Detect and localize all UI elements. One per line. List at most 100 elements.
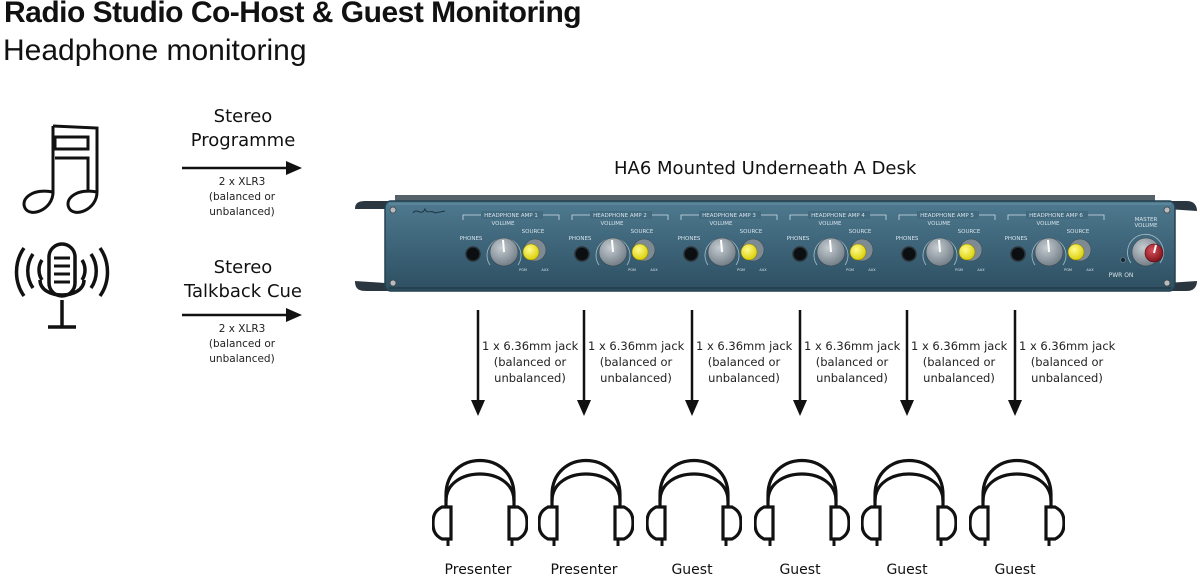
source-label-line1: Stereo xyxy=(213,106,273,127)
listener-label: Guest xyxy=(671,562,713,578)
source-label: SOURCE xyxy=(631,229,654,235)
jack-spec-line: unbalanced) xyxy=(600,371,672,385)
jack-spec-line: unbalanced) xyxy=(923,371,995,385)
source-knob[interactable] xyxy=(1067,243,1085,261)
arrow-down-icon xyxy=(793,310,807,416)
jack-spec-line: (balanced or xyxy=(493,355,567,369)
phones-label: PHONES xyxy=(460,236,483,242)
jack-spec-line: unbalanced) xyxy=(708,371,780,385)
source-min-label: PGM xyxy=(519,268,527,272)
channel-name: HEADPHONE AMP 6 xyxy=(1029,213,1083,219)
device-title: HA6 Mounted Underneath A Desk xyxy=(614,158,917,179)
source-min-label: PGM xyxy=(846,268,854,272)
phones-jack[interactable] xyxy=(465,246,481,262)
volume-label: VOLUME xyxy=(600,221,624,227)
jack-spec-line: unbalanced) xyxy=(816,371,888,385)
volume-label: VOLUME xyxy=(818,221,842,227)
jack-spec-line: (balanced or xyxy=(815,355,889,369)
phones-jack[interactable] xyxy=(574,246,590,262)
phones-label: PHONES xyxy=(787,236,810,242)
jack-spec: 1 x 6.36mm jack (balanced or unbalanced) xyxy=(696,338,792,386)
phones-label: PHONES xyxy=(569,236,592,242)
master-volume-label: MASTER xyxy=(1135,217,1158,223)
source-min-label: PGM xyxy=(955,268,963,272)
microphone-icon xyxy=(14,242,110,329)
arrow-right-icon xyxy=(182,161,302,175)
source-spec-line1: 2 x XLR3 xyxy=(218,176,266,188)
channel-name: HEADPHONE AMP 5 xyxy=(920,213,974,219)
channel-name: HEADPHONE AMP 3 xyxy=(702,213,756,219)
source-min-label: PGM xyxy=(737,268,745,272)
power-led xyxy=(1120,257,1126,263)
listener-label: Guest xyxy=(886,562,928,578)
source-label: SOURCE xyxy=(1067,229,1090,235)
jack-spec-line: 1 x 6.36mm jack xyxy=(696,339,793,353)
music-note-icon xyxy=(22,124,99,214)
source-max-label: AUX xyxy=(650,268,658,272)
phones-jack[interactable] xyxy=(683,246,699,262)
jack-spec: 1 x 6.36mm jack (balanced or unbalanced) xyxy=(482,338,578,386)
source-min-label: PGM xyxy=(628,268,636,272)
headphones-icon xyxy=(969,459,1065,546)
source-label: SOURCE xyxy=(740,229,763,235)
arrow-down-icon xyxy=(1008,310,1022,416)
diagram-subtitle: Headphone monitoring xyxy=(3,34,307,67)
headphone-amp-channel: HEADPHONE AMP 1 PHONES VOLUME SOURCE PGM AUX xyxy=(460,211,560,272)
jack-spec-line: unbalanced) xyxy=(494,371,566,385)
arrow-right-icon xyxy=(182,308,302,322)
channel-name: HEADPHONE AMP 1 xyxy=(484,213,538,219)
phones-label: PHONES xyxy=(896,236,919,242)
volume-label: VOLUME xyxy=(709,221,733,227)
source-max-label: AUX xyxy=(1086,268,1094,272)
source-knob[interactable] xyxy=(631,243,649,261)
source-label: SOURCE xyxy=(522,229,545,235)
channel-name: HEADPHONE AMP 4 xyxy=(811,213,865,219)
arrow-down-icon xyxy=(577,310,591,416)
jack-spec-line: 1 x 6.36mm jack xyxy=(911,339,1008,353)
source-knob[interactable] xyxy=(740,243,758,261)
jack-spec: 1 x 6.36mm jack (balanced or unbalanced) xyxy=(911,338,1007,386)
jack-spec-line: unbalanced) xyxy=(1031,371,1103,385)
phones-label: PHONES xyxy=(1005,236,1028,242)
channel-name: HEADPHONE AMP 2 xyxy=(593,213,647,219)
jack-spec-line: 1 x 6.36mm jack xyxy=(588,339,685,353)
source-max-label: AUX xyxy=(541,268,549,272)
master-volume-label: VOLUME xyxy=(1134,223,1158,229)
source-label: SOURCE xyxy=(958,229,981,235)
source-max-label: AUX xyxy=(868,268,876,272)
arrow-down-icon xyxy=(900,310,914,416)
jack-spec-line: (balanced or xyxy=(922,355,996,369)
headphone-amp-channel: HEADPHONE AMP 4 PHONES VOLUME SOURCE PGM AUX xyxy=(787,211,887,272)
jack-spec-line: 1 x 6.36mm jack xyxy=(482,339,579,353)
volume-label: VOLUME xyxy=(1036,221,1060,227)
jack-spec-line: (balanced or xyxy=(707,355,781,369)
arrow-down-icon xyxy=(471,310,485,416)
source-spec-line2: (balanced or xyxy=(208,191,276,203)
source-max-label: AUX xyxy=(759,268,767,272)
phones-jack[interactable] xyxy=(901,246,917,262)
phones-jack[interactable] xyxy=(1010,246,1026,262)
source-spec-line3: unbalanced) xyxy=(209,353,275,365)
power-on-label: PWR ON xyxy=(1109,272,1134,279)
phones-label: PHONES xyxy=(678,236,701,242)
source-spec-line1: 2 x XLR3 xyxy=(218,323,266,335)
volume-label: VOLUME xyxy=(491,221,515,227)
listener-label: Guest xyxy=(779,562,821,578)
source-knob[interactable] xyxy=(958,243,976,261)
source-knob[interactable] xyxy=(522,243,540,261)
source-label-line2: Programme xyxy=(190,130,296,151)
source-label: SOURCE xyxy=(849,229,872,235)
volume-label: VOLUME xyxy=(927,221,951,227)
headphones-icon xyxy=(538,459,634,546)
diagram-title: Radio Studio Co-Host & Guest Monitoring xyxy=(4,0,582,29)
headphones-icon xyxy=(754,459,850,546)
source-label-line1: Stereo xyxy=(213,257,273,278)
listener-label: Guest xyxy=(994,562,1036,578)
phones-jack[interactable] xyxy=(792,246,808,262)
source-knob[interactable] xyxy=(849,243,867,261)
